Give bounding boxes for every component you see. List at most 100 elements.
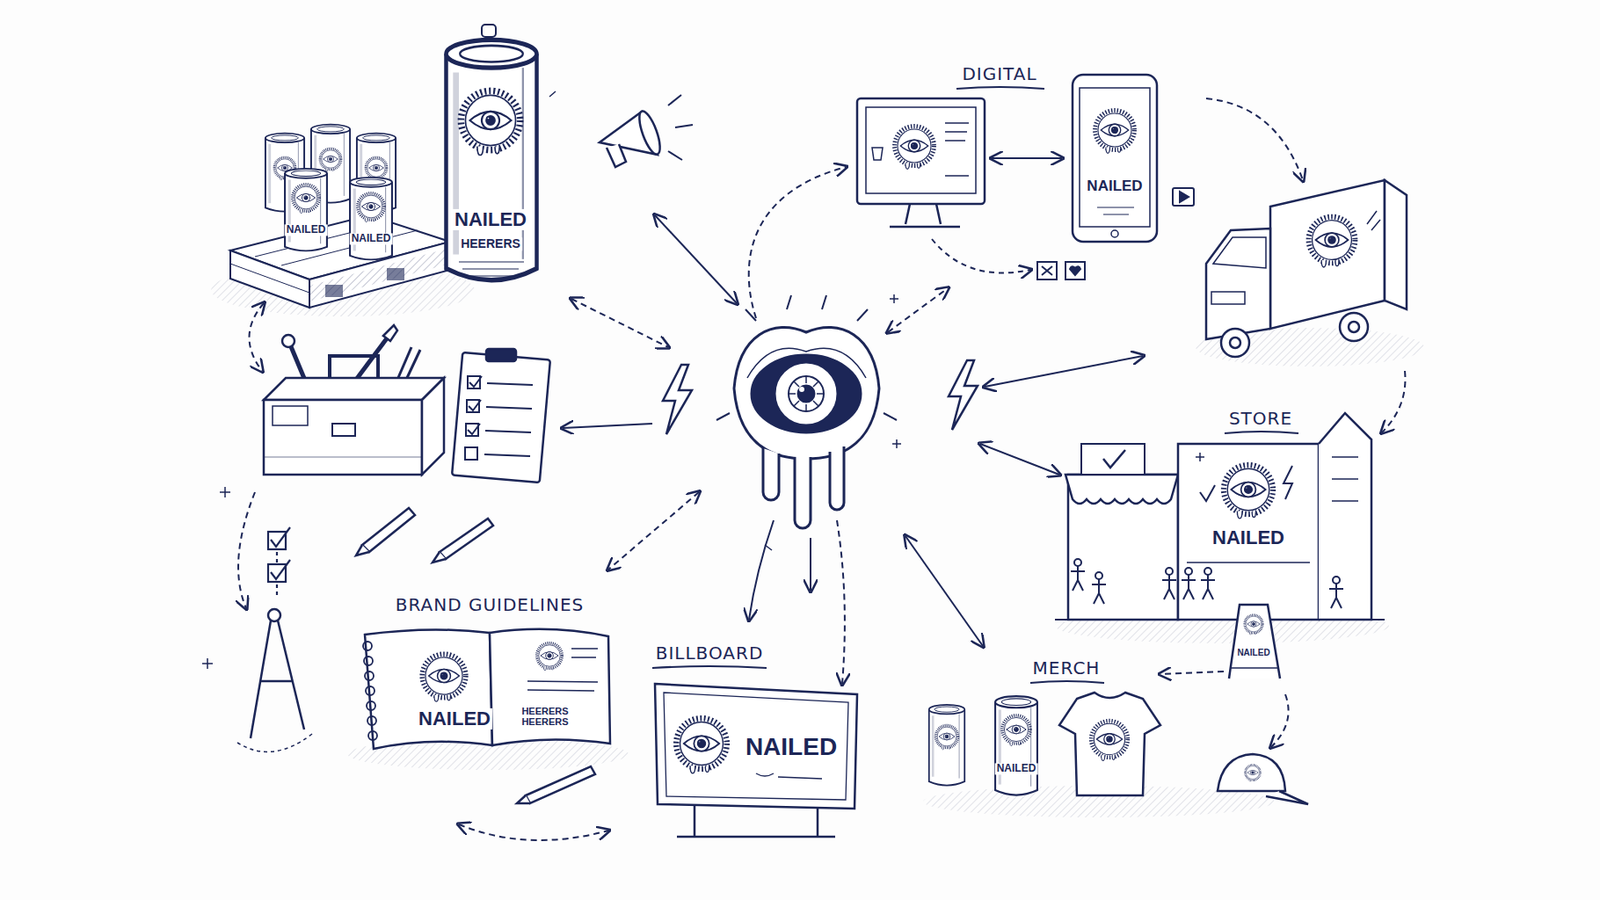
toolbox — [383, 325, 398, 342]
media-icons — [1179, 191, 1189, 203]
flow-arrow — [809, 538, 812, 591]
drafting-compass — [237, 609, 313, 752]
brand-book — [363, 641, 378, 741]
big-can — [481, 24, 496, 37]
pens — [362, 508, 415, 553]
merch-items — [1265, 791, 1309, 805]
central-lips-logo — [788, 376, 824, 412]
checklist-clipboard — [485, 430, 531, 433]
big-can — [458, 261, 524, 277]
storefront — [1070, 559, 1344, 609]
central-lips-logo — [763, 448, 779, 501]
heading-underline — [956, 87, 1045, 89]
toolbox — [329, 356, 379, 379]
smartphone — [1072, 74, 1157, 242]
delivery-truck — [1270, 180, 1385, 329]
brand-book — [347, 629, 629, 771]
smartphone — [1079, 87, 1150, 227]
merch-items — [1059, 692, 1161, 796]
checklist-clipboard — [487, 383, 533, 386]
flow-arrow — [980, 443, 1060, 475]
storefront — [1181, 574, 1196, 600]
delivery-truck — [1221, 328, 1250, 357]
toolbox — [421, 378, 444, 475]
section-heading: DIGITAL — [960, 64, 1039, 84]
storefront — [1329, 583, 1344, 609]
delivery-truck — [1348, 321, 1360, 333]
sidewalk-sign — [1229, 604, 1280, 679]
pens — [516, 795, 531, 804]
storefront — [1095, 572, 1103, 580]
heading-underline — [1030, 681, 1105, 684]
billboard — [676, 718, 728, 774]
delivery-truck — [1195, 327, 1425, 367]
pallet-of-cans — [325, 284, 343, 298]
central-lips-logo — [774, 362, 838, 426]
product-text: NAILED — [416, 708, 493, 730]
checklist-clipboard — [465, 447, 478, 460]
product-text: NAILED — [1084, 178, 1144, 196]
smartphone — [1095, 110, 1135, 154]
media-icons — [1172, 188, 1194, 206]
doodle-marks — [202, 91, 1205, 670]
storefront — [1103, 450, 1126, 468]
delivery-truck — [1195, 180, 1425, 367]
storefront — [1065, 474, 1179, 504]
flow-arrow — [1160, 671, 1224, 675]
product-text: NAILED — [1210, 527, 1287, 549]
storefront — [1204, 567, 1212, 575]
storefront — [1162, 574, 1177, 600]
megaphone-icon — [606, 144, 626, 168]
merch-items — [1002, 715, 1031, 747]
delivery-truck — [1229, 337, 1241, 349]
flow-arrow — [1206, 98, 1303, 181]
doodle-marks — [202, 658, 213, 670]
media-icons — [1041, 266, 1053, 276]
sidewalk-sign — [1229, 604, 1280, 679]
section-heading: STORE — [1227, 408, 1295, 429]
storefront — [1185, 567, 1193, 575]
pens — [525, 766, 596, 804]
merch-items — [1244, 764, 1261, 782]
merch-items — [929, 705, 965, 786]
flow-arrow — [1271, 694, 1289, 748]
product-text: HEERERS — [458, 237, 523, 251]
drafting-compass — [268, 609, 281, 622]
pallet-of-cans — [210, 124, 475, 317]
brand-book — [421, 654, 466, 702]
storefront — [1200, 574, 1215, 600]
pallet-of-cans — [284, 168, 328, 252]
pallet-of-cans — [386, 268, 405, 281]
storefront — [1081, 443, 1145, 475]
doodle-marks — [892, 439, 902, 449]
section-heading: BRAND GUIDELINES — [393, 595, 587, 615]
storefront — [1186, 561, 1310, 564]
central-lips-logo — [799, 386, 805, 393]
central-lips-logo — [788, 376, 824, 412]
storefront — [1178, 443, 1319, 620]
flow-arrow — [571, 298, 669, 348]
check-marks — [270, 527, 291, 547]
brand-book — [363, 656, 373, 666]
brand-book — [527, 648, 598, 691]
flow-arrow — [238, 98, 1405, 841]
toolbox — [356, 338, 387, 380]
flow-arrow — [1381, 370, 1405, 433]
flow-arrow — [905, 536, 983, 647]
brand-book — [364, 671, 374, 681]
delivery-truck — [1367, 210, 1381, 231]
heading-underline — [652, 87, 1299, 684]
brand-book — [367, 716, 377, 726]
storefront — [1318, 413, 1372, 620]
checklist-clipboard — [486, 407, 532, 409]
sidewalk-sign — [1230, 667, 1279, 670]
brand-book — [537, 643, 563, 671]
brand-book — [368, 731, 378, 741]
pens — [356, 545, 370, 556]
flow-arrow — [931, 239, 1031, 273]
computer-monitor — [889, 203, 960, 227]
brand-book — [363, 641, 372, 651]
storefront — [1054, 413, 1390, 644]
computer-monitor — [945, 123, 969, 176]
